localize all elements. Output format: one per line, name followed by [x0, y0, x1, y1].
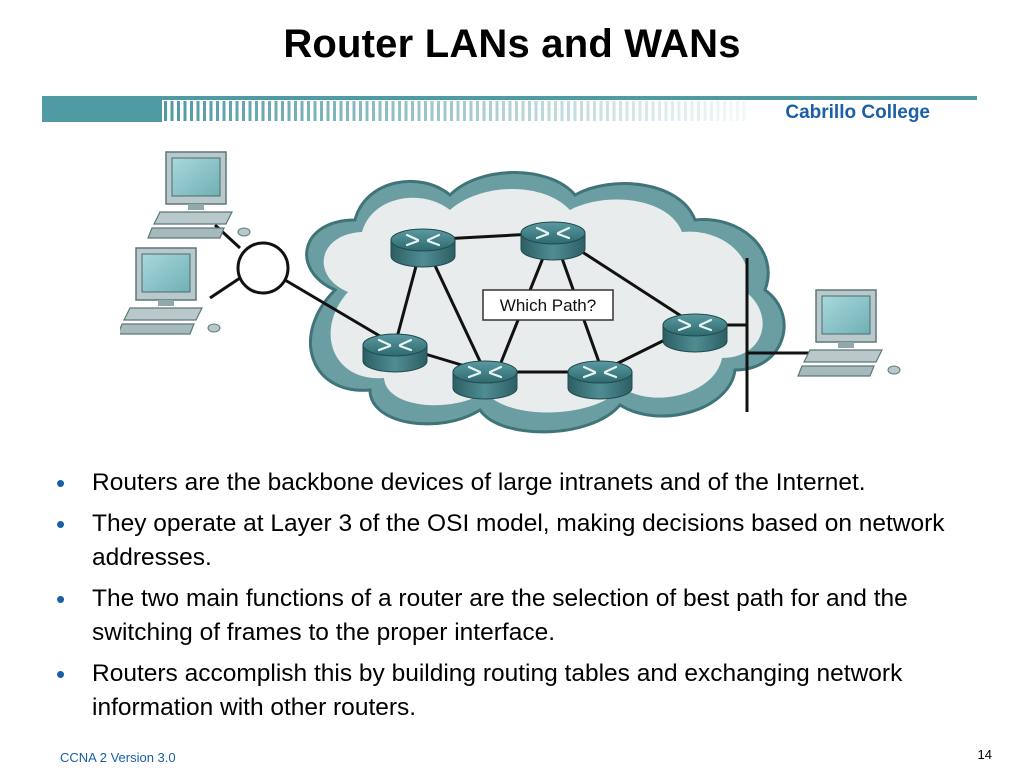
router-icon: [520, 221, 586, 261]
college-name: Cabrillo College: [785, 102, 930, 123]
bullet-item: •Routers accomplish this by building rou…: [56, 659, 903, 721]
slide-title: Router LANs and WANs: [283, 22, 741, 66]
page-number: 14: [977, 747, 992, 762]
lan-hub: [209, 223, 290, 300]
bullet-icon: •: [56, 584, 66, 614]
router-icon: [452, 360, 518, 400]
network-diagram: Which Path?: [120, 151, 901, 434]
computer-icon: [120, 247, 221, 335]
svg-text:Which Path?: Which Path?: [500, 296, 596, 315]
bullet-item: •Routers are the backbone devices of lar…: [56, 468, 866, 498]
bullet-item: •They operate at Layer 3 of the OSI mode…: [56, 509, 945, 571]
bullet-icon: •: [56, 468, 66, 498]
computer-icon: [797, 289, 901, 377]
bullet-icon: •: [56, 509, 66, 539]
router-icon: [567, 360, 633, 400]
header-bar: [42, 96, 977, 122]
bullet-list: •Routers are the backbone devices of lar…: [56, 466, 1006, 732]
serial-line: [745, 258, 810, 412]
router-icon: [662, 313, 728, 353]
which-path-label: Which Path?: [482, 289, 614, 321]
footer-course: CCNA 2 Version 3.0: [60, 750, 176, 765]
router-icon: [362, 333, 428, 373]
bullet-icon: •: [56, 659, 66, 689]
router-icon: [390, 228, 456, 268]
computer-icon: [147, 151, 251, 239]
bullet-item: •The two main functions of a router are …: [56, 584, 908, 646]
